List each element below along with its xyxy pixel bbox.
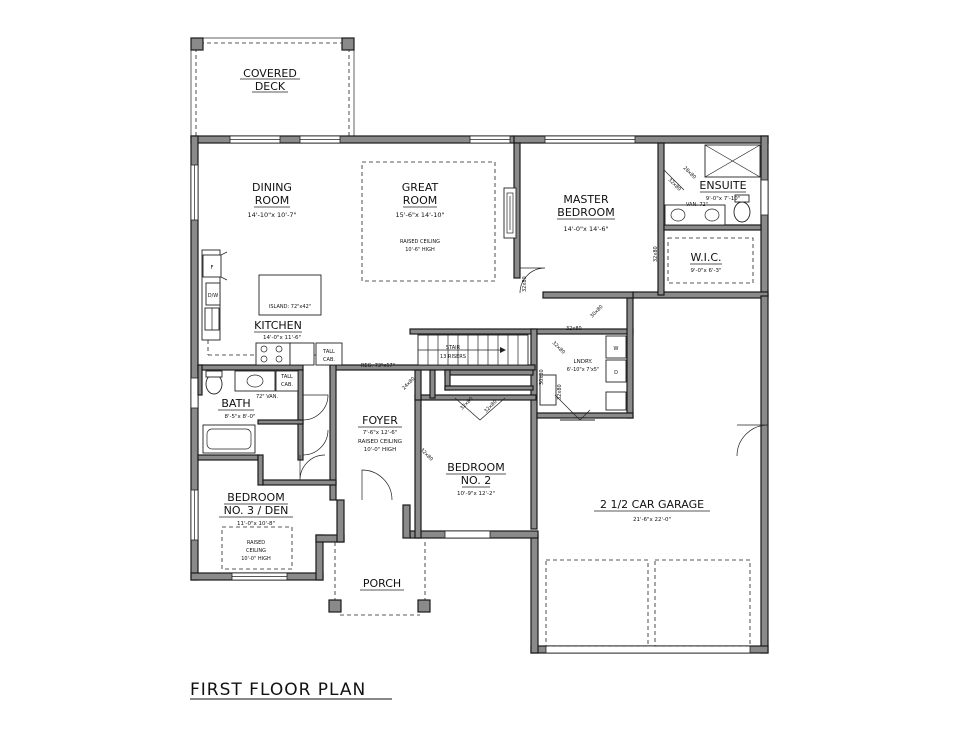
- bath-label: BATH: [221, 397, 250, 410]
- bath-vanity: 72" VAN.: [256, 394, 279, 400]
- great-room-label-2: ROOM: [403, 194, 437, 207]
- stair: [417, 334, 529, 366]
- master-bedroom-label-2: BEDROOM: [557, 206, 614, 219]
- exterior-walls: [190, 135, 769, 654]
- door-label-wic: 32x80: [653, 246, 659, 262]
- door-label-ensuite-side: 32x80: [667, 177, 682, 192]
- island-label: ISLAND: 72"x42": [269, 304, 311, 310]
- ref-label: REG: 73"x57": [361, 363, 395, 369]
- dining-room-label-2: ROOM: [255, 194, 289, 207]
- wic-shelving: [667, 237, 754, 284]
- ensuite-dims: 9'-0"x 7'-10": [706, 196, 741, 202]
- dryer: [605, 359, 627, 383]
- porch: [328, 542, 431, 616]
- range: [255, 342, 291, 366]
- door-label-garage-hall: 32x80: [557, 384, 563, 400]
- stair-label-1: STAIR: [446, 345, 461, 351]
- bedroom2-label-2: NO. 2: [461, 474, 491, 487]
- laundry-sink: [605, 391, 627, 411]
- porch-label: PORCH: [363, 577, 401, 590]
- bedroom3-note-1: RAISED: [247, 540, 265, 546]
- door-label-master: 32x80: [522, 276, 528, 292]
- master-bedroom-label-1: MASTER: [563, 193, 609, 206]
- bath-fixtures: [202, 370, 299, 454]
- kitchen-fixtures: [201, 249, 343, 366]
- dining-room-dims: 14'-10"x 10'-7": [247, 211, 296, 219]
- bedroom3-note-2: CEILING: [246, 548, 266, 554]
- wic-dims: 9'-0"x 6'-3": [690, 268, 721, 274]
- foyer-note-2: 10'-0" HIGH: [364, 447, 396, 453]
- bedroom3-dims: 11'-0"x 10'-8": [237, 521, 275, 527]
- door-label-laundry-slant: 30x80: [589, 304, 604, 319]
- room-labels: COVERED DECK DINING ROOM 14'-10"x 10'-7"…: [208, 67, 747, 591]
- bath-vanity: [234, 370, 276, 392]
- plan-title: FIRST FLOOR PLAN: [190, 680, 366, 700]
- kitchen-dims: 14'-0"x 11'-6": [263, 335, 301, 341]
- garage-doors: [545, 559, 751, 647]
- kitchen-island: [258, 274, 322, 316]
- doors: [299, 169, 769, 501]
- great-room-raised-ceiling: [361, 161, 496, 282]
- great-room-dims: 15'-6"x 14'-10": [395, 211, 444, 219]
- laundry-fixtures: [539, 335, 627, 411]
- dw-label: D/W: [208, 293, 219, 299]
- covered-deck-label-2: DECK: [255, 80, 286, 93]
- stair-label-2: 13 RISERS: [440, 354, 466, 360]
- kitchen-tall-cab-2: CAB.: [323, 357, 335, 363]
- fireplace: [503, 187, 517, 239]
- wic-label: W.I.C.: [690, 251, 721, 264]
- bath-dims: 8'-5"x 8'-0": [224, 414, 255, 420]
- bedroom3-label-1: BEDROOM: [227, 491, 284, 504]
- foyer-note-1: RAISED CEILING: [358, 439, 402, 445]
- door-label-laundry-top: 32x80: [566, 326, 582, 332]
- washer-label: W: [614, 346, 619, 352]
- door-label-bed2-closet-b: 32x80: [483, 399, 498, 414]
- interior-walls: [197, 142, 762, 539]
- bedroom2-dims: 10'-9"x 12'-2": [457, 491, 495, 497]
- bath-tall-cab-2: CAB.: [281, 382, 293, 388]
- great-room-label-1: GREAT: [402, 181, 439, 194]
- fridge-label: F: [211, 265, 214, 271]
- door-label-ensuite-top: 28x80: [682, 165, 697, 180]
- bedroom2-label-1: BEDROOM: [447, 461, 504, 474]
- bedroom3-label-2: NO. 3 / DEN: [224, 504, 289, 517]
- bedroom3-note-3: 10'-0" HIGH: [241, 556, 271, 562]
- ensuite-vanity: VAN. 72": [686, 202, 708, 208]
- ensuite-fixtures: [664, 144, 761, 284]
- deck-post-ne: [341, 37, 355, 51]
- door-label-laundry-side: 30x80: [539, 369, 545, 385]
- great-room-note-1: RAISED CEILING: [400, 239, 440, 245]
- foyer-dims: 7'-6"x 12'-6": [363, 430, 398, 436]
- laundry-label-1: LNDRY.: [574, 359, 593, 365]
- ensuite-label: ENSUITE: [699, 179, 746, 192]
- kitchen-label: KITCHEN: [254, 319, 302, 332]
- door-label-laundry-corner: 32x80: [551, 340, 566, 355]
- dining-room-label-1: DINING: [252, 181, 292, 194]
- laundry-label-2: 6'-10"x 7'x5": [567, 367, 600, 373]
- kitchen-tall-cab-1: TALL: [322, 349, 335, 355]
- fridge: [202, 254, 222, 278]
- washer: [605, 335, 627, 359]
- dryer-label: D: [614, 370, 618, 376]
- garage-label: 2 1/2 CAR GARAGE: [600, 498, 704, 511]
- garage-dims: 21'-6"x 22'-0": [633, 517, 671, 523]
- toilet: [733, 201, 751, 223]
- bathtub: [202, 424, 256, 454]
- vanity: [664, 204, 726, 226]
- porch-post-w: [328, 599, 342, 613]
- bath-tall-cab-1: TALL: [280, 374, 293, 380]
- deck-post-nw: [190, 37, 204, 51]
- porch-post-e: [417, 599, 431, 613]
- tall-cabinet: [315, 342, 343, 366]
- foyer-label: FOYER: [362, 414, 398, 427]
- master-bedroom-dims: 14'-0"x 14'-6": [564, 225, 609, 233]
- covered-deck-label-1: COVERED: [243, 67, 297, 80]
- door-label-foyer-closet: 24x80: [401, 376, 416, 391]
- bedroom3-raised-ceiling: [221, 526, 293, 570]
- great-room-note-2: 10'-6" HIGH: [405, 247, 435, 253]
- dishwasher: [205, 282, 221, 306]
